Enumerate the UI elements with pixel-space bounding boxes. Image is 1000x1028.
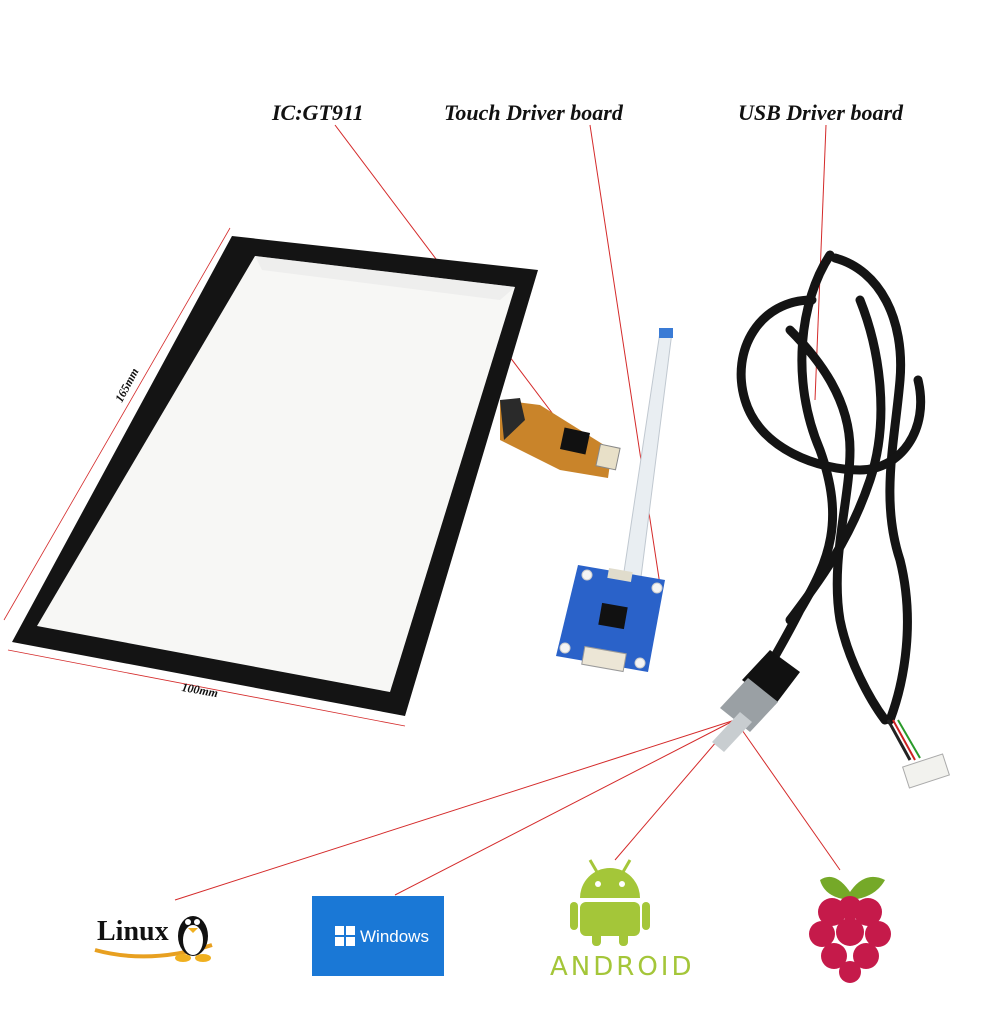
raspberry-pi-logo <box>809 876 891 983</box>
usb-cable-connector <box>886 719 951 789</box>
usb-driver-label: USB Driver board <box>738 100 904 125</box>
windows-logo-text: Windows <box>360 927 429 946</box>
linux-logo <box>92 902 218 976</box>
ic-label: IC:GT911 <box>272 100 364 125</box>
linux-logo-text: Linux <box>97 916 169 947</box>
usb-plug <box>712 650 800 752</box>
ribbon-cable <box>621 328 673 586</box>
fpc-flex-cable <box>500 398 621 478</box>
touch-driver-board <box>556 565 665 673</box>
android-logo-text: ANDROID <box>550 952 694 982</box>
touch-panel <box>3 227 538 727</box>
android-logo <box>570 859 650 946</box>
usb-cable <box>736 250 926 725</box>
windows-logo <box>312 896 444 976</box>
touch-driver-label: Touch Driver board <box>444 100 623 125</box>
